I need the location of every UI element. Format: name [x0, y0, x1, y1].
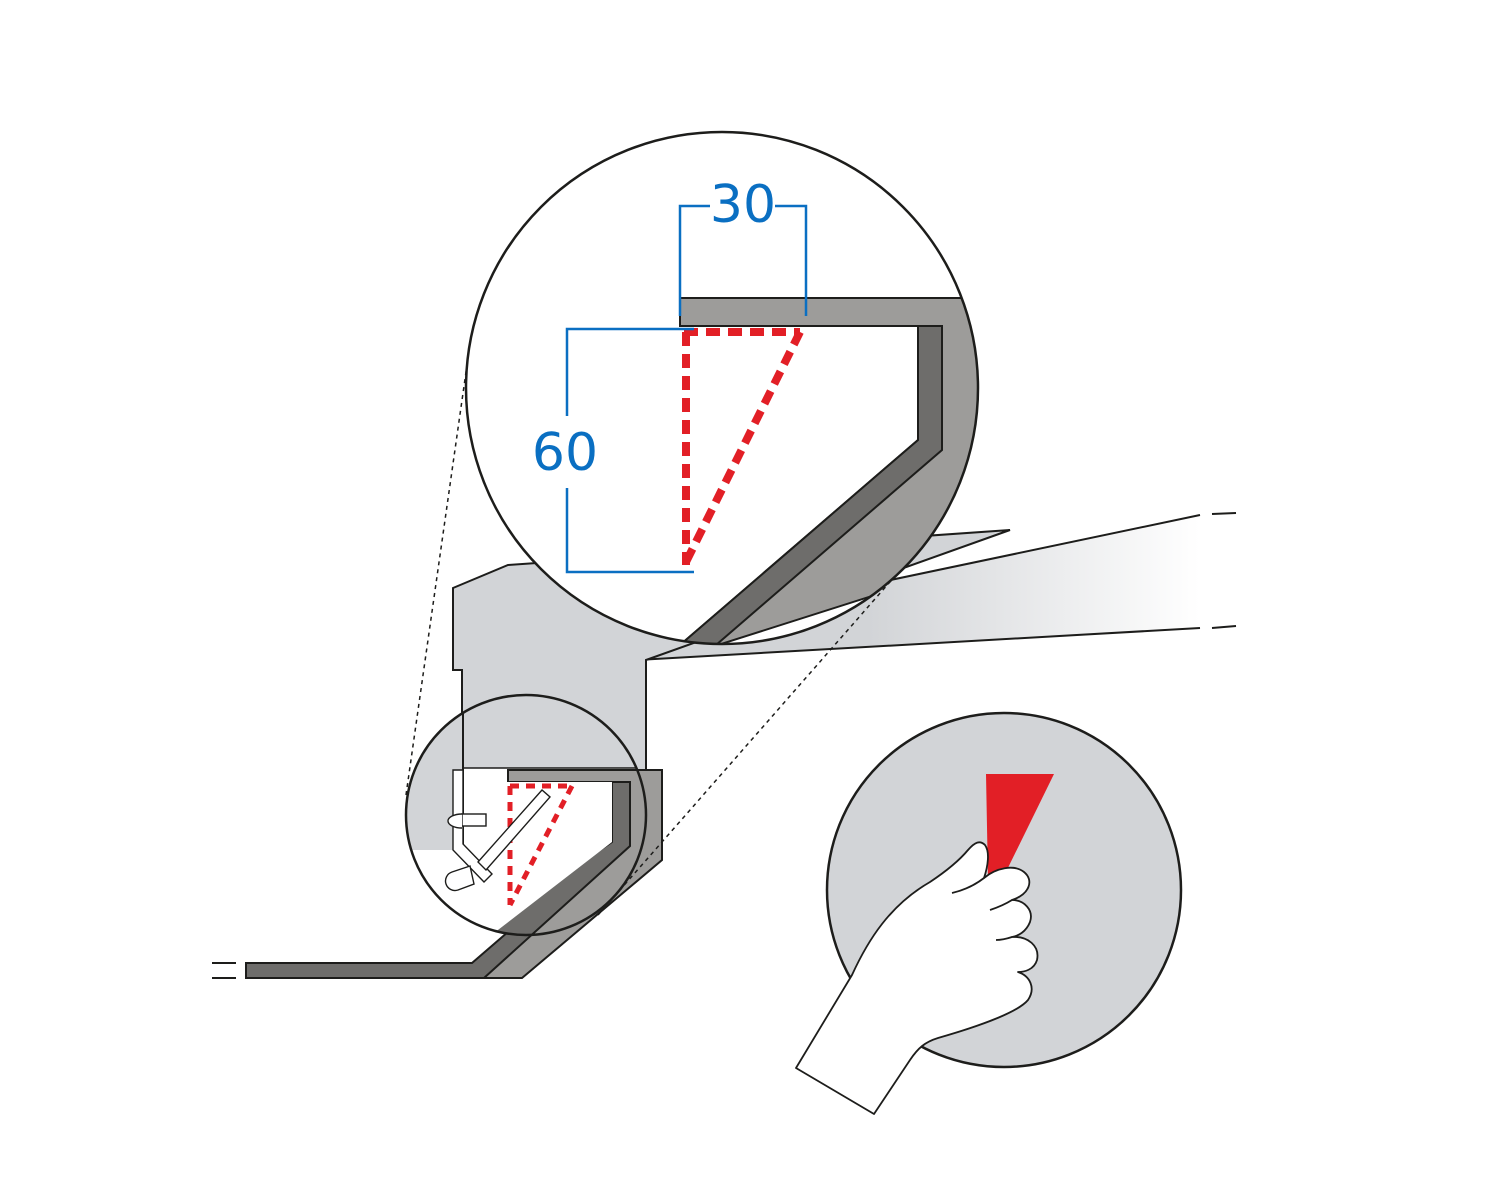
magnified-detail-circle: 30 60: [464, 130, 980, 646]
hand-detail-circle: [795, 711, 1183, 1115]
hand-icon: [795, 841, 1039, 1115]
width-dimension-label: 30: [710, 175, 776, 235]
red-marker-shape: [986, 774, 1054, 880]
red-marking-triangle: [682, 328, 804, 565]
dashed-guide-lines: [405, 364, 897, 916]
small-red-marking: [507, 783, 575, 907]
tool-sketch: [444, 769, 551, 892]
dimension-lines: [565, 204, 808, 574]
height-dimension-label: 60: [532, 423, 598, 483]
